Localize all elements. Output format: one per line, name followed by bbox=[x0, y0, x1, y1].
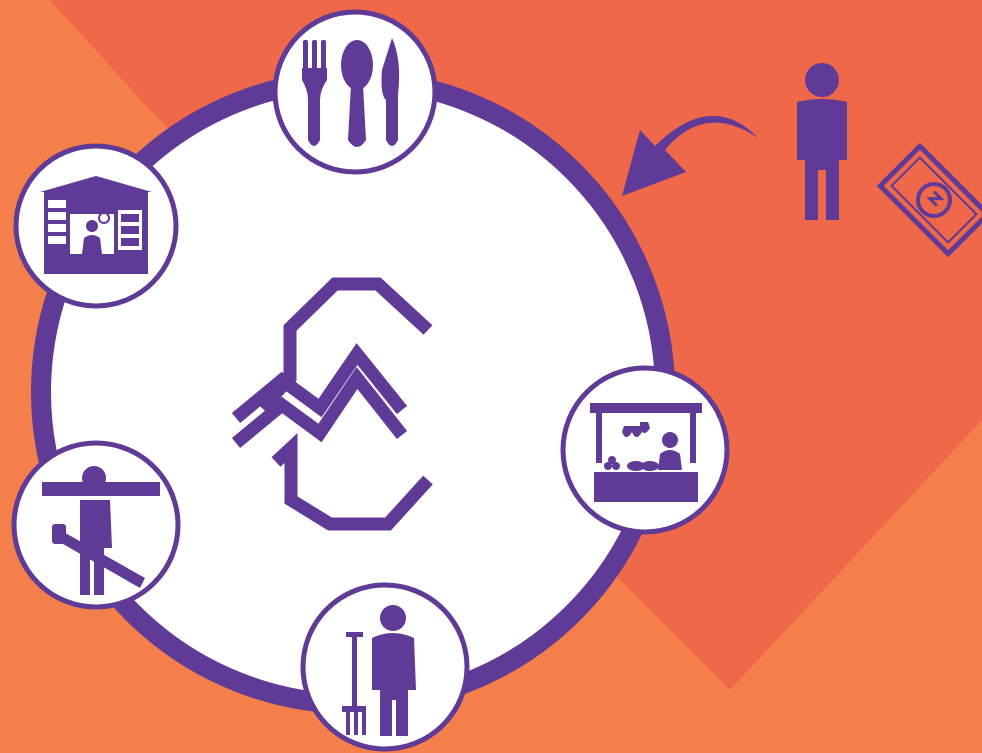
node-carpenter bbox=[11, 440, 181, 610]
node-shop-booth bbox=[13, 143, 179, 309]
curved-arrow-icon bbox=[622, 115, 758, 196]
node-farmer bbox=[300, 582, 470, 752]
shop-booth-icon bbox=[40, 176, 152, 274]
market-stall-icon bbox=[590, 403, 702, 502]
carpenter-icon bbox=[42, 466, 160, 595]
cutlery-icon bbox=[302, 38, 400, 147]
community-currency-logo bbox=[231, 277, 433, 531]
node-market-stall bbox=[560, 365, 730, 535]
person-icon bbox=[797, 63, 847, 220]
node-cutlery bbox=[272, 9, 438, 175]
banknote-icon bbox=[876, 142, 982, 258]
farmer-icon bbox=[342, 605, 416, 736]
